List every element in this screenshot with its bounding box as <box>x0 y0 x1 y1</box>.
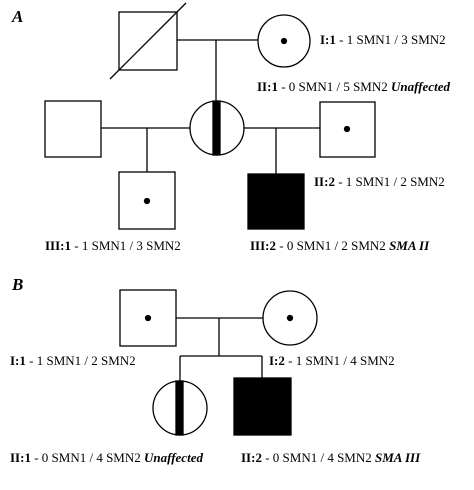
a-label-iii1: III:1 - 1 SMN1 / 3 SMN2 <box>45 238 181 253</box>
a-label-i1-id: I:1 <box>320 32 336 47</box>
panel-b-letter: B <box>11 275 23 294</box>
a-i2-carrier-dot <box>280 37 288 45</box>
a-label-ii2: II:2 - 1 SMN1 / 2 SMN2 <box>314 174 445 189</box>
b-label-i2-id: I:2 <box>269 353 285 368</box>
b-label-ii2-text: - 0 SMN1 / 4 SMN2 <box>262 450 375 465</box>
b-label-ii2-status: SMA III <box>375 450 421 465</box>
a-ii2-carrier-dot <box>343 125 351 133</box>
b-label-i2: I:2 - 1 SMN1 / 4 SMN2 <box>269 353 395 368</box>
b-i2-carrier-dot <box>286 314 294 322</box>
b-label-i1: I:1 - 1 SMN1 / 2 SMN2 <box>10 353 136 368</box>
a-label-iii2-status: SMA II <box>389 238 430 253</box>
a-i1-deceased-slash <box>109 2 187 80</box>
a-ii-left-spouse-male-symbol <box>44 100 102 158</box>
a-ii1-vertical-bar <box>212 100 221 156</box>
a-label-iii1-id: III:1 <box>45 238 71 253</box>
a-label-ii1-status: Unaffected <box>391 79 450 94</box>
a-iii1-carrier-dot <box>143 197 151 205</box>
b-ii1-vertical-bar <box>175 380 184 436</box>
b-label-i1-text: - 1 SMN1 / 2 SMN2 <box>26 353 136 368</box>
a-label-iii2-text: - 0 SMN1 / 2 SMN2 <box>276 238 389 253</box>
b-ii2-affected-male-symbol <box>233 377 292 436</box>
b-label-ii1: II:1 - 0 SMN1 / 4 SMN2 Unaffected <box>10 450 203 465</box>
b-label-i1-id: I:1 <box>10 353 26 368</box>
a-label-i1-text: - 1 SMN1 / 3 SMN2 <box>336 32 446 47</box>
a-label-ii2-text: - 1 SMN1 / 2 SMN2 <box>335 174 445 189</box>
a-label-ii1-text: - 0 SMN1 / 5 SMN2 <box>278 79 391 94</box>
a-label-i1: I:1 - 1 SMN1 / 3 SMN2 <box>320 32 446 47</box>
b-label-ii1-id: II:1 <box>10 450 31 465</box>
a-label-iii1-text: - 1 SMN1 / 3 SMN2 <box>71 238 181 253</box>
a-label-ii1: II:1 - 0 SMN1 / 5 SMN2 Unaffected <box>257 79 450 94</box>
a-iii2-affected-male-symbol <box>247 173 305 230</box>
a-label-iii2: III:2 - 0 SMN1 / 2 SMN2 SMA II <box>250 238 430 253</box>
b-label-ii2: II:2 - 0 SMN1 / 4 SMN2 SMA III <box>241 450 421 465</box>
b-i1-carrier-dot <box>144 314 152 322</box>
panel-a-letter: A <box>11 7 23 26</box>
a-label-iii2-id: III:2 <box>250 238 276 253</box>
b-label-ii1-status: Unaffected <box>144 450 203 465</box>
a-label-ii1-id: II:1 <box>257 79 278 94</box>
b-label-ii1-text: - 0 SMN1 / 4 SMN2 <box>31 450 144 465</box>
a-label-ii2-id: II:2 <box>314 174 335 189</box>
b-label-i2-text: - 1 SMN1 / 4 SMN2 <box>285 353 395 368</box>
b-label-ii2-id: II:2 <box>241 450 262 465</box>
